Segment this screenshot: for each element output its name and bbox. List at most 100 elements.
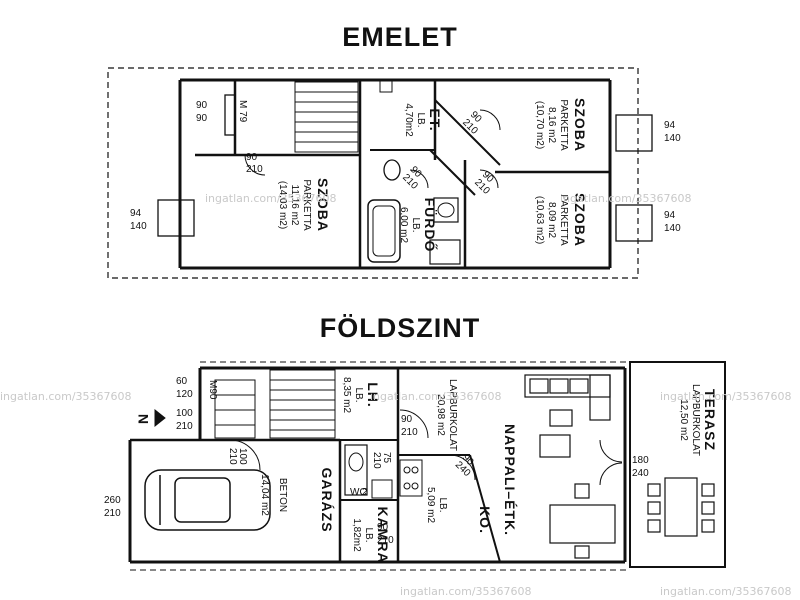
watermark: ingatlan.com/35367608 <box>205 192 337 205</box>
dim-ground-a7: 100 <box>237 448 248 465</box>
bathtub <box>367 199 401 263</box>
upper-window-right-top <box>615 114 653 152</box>
watermark: ingatlan.com/35367608 <box>0 390 132 403</box>
section-marker-icon: N <box>135 408 166 428</box>
room-furdo-name: FÜRDŐ <box>422 198 439 253</box>
room-szoba-top-right-area2: (10,70 m2) <box>534 101 545 149</box>
dim-ground-a6: 210 <box>401 427 418 438</box>
sofa-icon <box>524 374 611 421</box>
stove-burner-3 <box>403 482 411 490</box>
dim-ground-a5: 90 <box>401 414 413 425</box>
room-szoba-left-area1: 11,16 m2 <box>289 185 300 226</box>
upper-window-right-bottom <box>615 204 653 242</box>
upper-floor-labels: SZOBA PARKETTA 11,16 m2 (14,03 m2) SZOBA… <box>130 98 681 252</box>
watermark: ingatlan.com/35367608 <box>400 585 532 598</box>
room-kamra-area: 1,82m2 <box>351 518 362 552</box>
room-szoba-top-right-area1: 8,16 m2 <box>546 107 557 144</box>
garage-door-swing <box>229 439 261 471</box>
dim-ground-a10: 210 <box>371 452 382 469</box>
upper-door-swing-1 <box>244 154 266 176</box>
dim-ground-a8: 210 <box>227 448 238 465</box>
wc-toilet-icon <box>348 452 364 472</box>
room-kamra-name: KAMRA <box>375 506 391 563</box>
dim-ground-a1: 60 <box>176 376 188 387</box>
ground-wall-diag <box>469 454 501 563</box>
room-furdo-area: 6,00 m2 <box>398 207 409 244</box>
room-szoba-bottom-right-area1: 8,09 m2 <box>546 202 557 239</box>
dim-ground-a12: 210 <box>104 508 121 519</box>
upper-floor-plan <box>107 67 653 279</box>
dim-upper-w1a: 94 <box>130 208 142 219</box>
room-terasz-finish: LAPBURKOLAT <box>690 384 701 456</box>
sink-basin <box>437 202 455 218</box>
dim-upper-d2: 90 <box>196 113 208 124</box>
dim-ground-a16: 240 <box>632 468 649 479</box>
dim-ground-a4: 210 <box>176 421 193 432</box>
room-ko-finish: LB. <box>437 497 448 512</box>
room-szoba-left-name: SZOBA <box>315 178 331 232</box>
upper-door-swing-2 <box>409 169 429 189</box>
dim-upper-w2b: 140 <box>664 133 681 144</box>
room-kamra-finish: LB. <box>363 527 374 542</box>
dim-ground-a2: 120 <box>176 389 193 400</box>
upper-door-swing-4 <box>479 109 501 131</box>
room-garazs-name: GARÁZS <box>319 467 335 532</box>
stove-burner-4 <box>411 482 419 490</box>
room-et-name: ET. <box>427 108 443 131</box>
bathtub-inner <box>372 205 396 257</box>
room-szoba-bottom-right-finish: PARKETTA <box>558 194 569 246</box>
dim-ground-a3: 100 <box>176 408 193 419</box>
dim-upper-d4: 210 <box>246 164 263 175</box>
upper-diag-wall-1 <box>434 99 501 166</box>
watermark: ingatlan.com/35367608 <box>660 585 792 598</box>
coffee-table-icon <box>549 409 573 427</box>
terrace-door-swing-1 <box>599 439 623 463</box>
dim-ground-a11: 260 <box>104 495 121 506</box>
armchair-icon <box>539 434 571 458</box>
terrace-table-icon <box>647 477 715 537</box>
stove-icon <box>399 459 423 497</box>
room-garazs-area: 14,04 m2 <box>259 474 270 516</box>
wc-label: WC <box>350 487 367 498</box>
room-szoba-left-area2: (14,03 m2) <box>277 181 288 229</box>
room-nappali-finish: LAPBURKOLAT <box>447 379 458 451</box>
upper-staircase <box>294 81 359 153</box>
upper-window-small <box>224 94 236 136</box>
washing-machine <box>429 239 461 265</box>
section-marker-number: N <box>135 413 151 424</box>
room-lh-area: 8,35 m2 <box>341 377 352 414</box>
dim-upper-w1b: 140 <box>130 221 147 232</box>
room-szoba-bottom-right-area2: (10,63 m2) <box>534 196 545 244</box>
upper-diag-wall-2 <box>429 149 476 196</box>
room-lh-finish: LB. <box>353 387 364 402</box>
upper-floor-title: EMELET <box>342 22 458 52</box>
toilet <box>383 159 401 181</box>
room-szoba-top-right-finish: PARKETTA <box>558 99 569 151</box>
dim-upper-w3a: 94 <box>664 210 676 221</box>
dim-ground-a19: M90 <box>207 380 218 400</box>
room-szoba-left-finish: PARKETTA <box>301 179 312 231</box>
room-garazs-finish: BETON <box>277 478 288 512</box>
dim-ground-a17: 90 <box>377 522 389 533</box>
stove-burner-2 <box>411 466 419 474</box>
dim-upper-m79: M 79 <box>237 100 248 123</box>
room-et-area: 4,70m2 <box>403 103 414 137</box>
terrace-door-swing-2 <box>599 462 623 486</box>
kitchen-door-swing <box>449 454 476 481</box>
ground-floor-plan <box>128 361 726 571</box>
dim-ground-a15: 180 <box>632 455 649 466</box>
room-terasz-name: TERASZ <box>702 389 718 451</box>
watermark: ingatlan.com/35367608 <box>660 390 792 403</box>
wc-room <box>344 444 368 496</box>
ground-staircase <box>214 369 336 439</box>
room-lh-name: LH. <box>365 382 381 408</box>
room-furdo-finish: LB. <box>410 217 421 232</box>
dim-ground-a18: 210 <box>377 535 394 546</box>
dim-upper-w2a: 94 <box>664 120 676 131</box>
room-nappali-area: 20,98 m2 <box>435 394 446 436</box>
terrace-outline <box>629 361 726 568</box>
dim-ground-a9: 75 <box>381 452 392 464</box>
sink <box>433 197 459 223</box>
room-szoba-top-right-name: SZOBA <box>572 98 588 152</box>
